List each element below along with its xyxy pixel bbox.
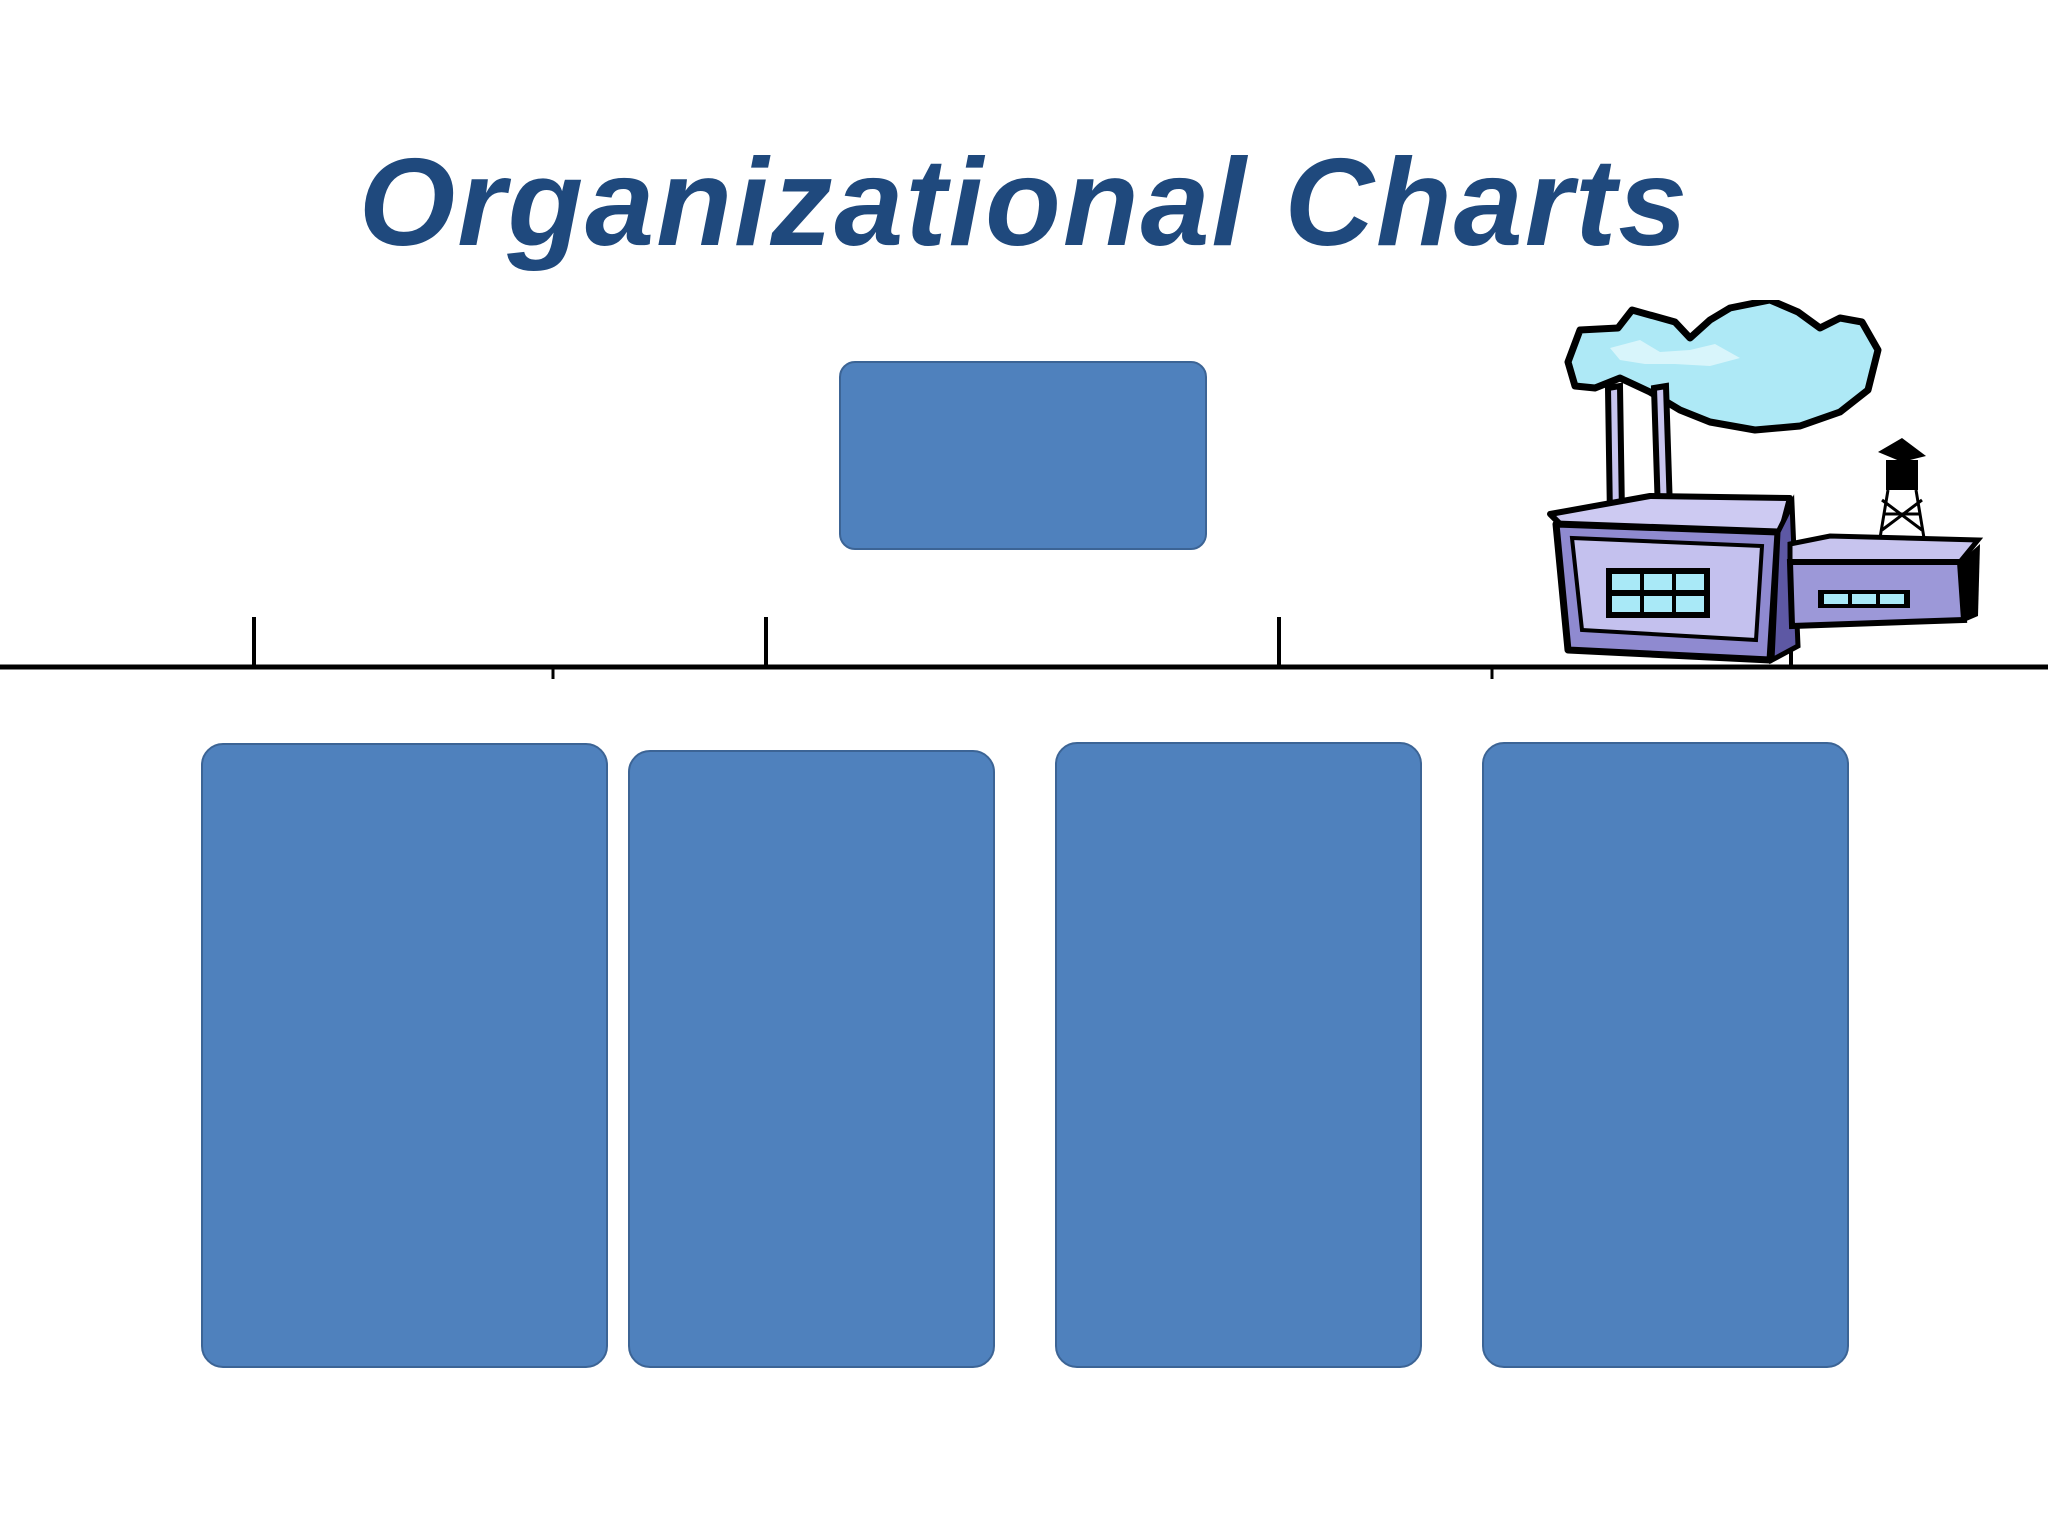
org-top-box[interactable] (839, 361, 1207, 550)
window-pane (1676, 596, 1704, 612)
window-pane (1644, 574, 1672, 590)
window-pane (1644, 596, 1672, 612)
window-pane (1676, 574, 1704, 590)
smoke-cloud (1564, 300, 1882, 434)
annex-window-pane (1824, 594, 1848, 604)
annex-window-pane (1880, 594, 1904, 604)
org-child-box-2[interactable] (628, 750, 995, 1368)
window-pane (1612, 596, 1640, 612)
factory-icon (1540, 300, 1990, 667)
water-tower-legs (1878, 489, 1926, 539)
window-pane (1612, 574, 1640, 590)
org-child-box-4[interactable] (1482, 742, 1849, 1368)
annex-roof (1787, 533, 1984, 565)
annex-side (1960, 544, 1980, 622)
org-child-box-1[interactable] (201, 743, 608, 1368)
slide-title: Organizational Charts (358, 134, 1690, 272)
smokestack-left (1604, 382, 1626, 522)
org-child-box-3[interactable] (1055, 742, 1422, 1368)
water-tower-roof (1878, 438, 1926, 462)
annex-window-pane (1852, 594, 1876, 604)
cloud-highlight (1610, 340, 1740, 366)
water-tower-tank (1886, 460, 1918, 490)
